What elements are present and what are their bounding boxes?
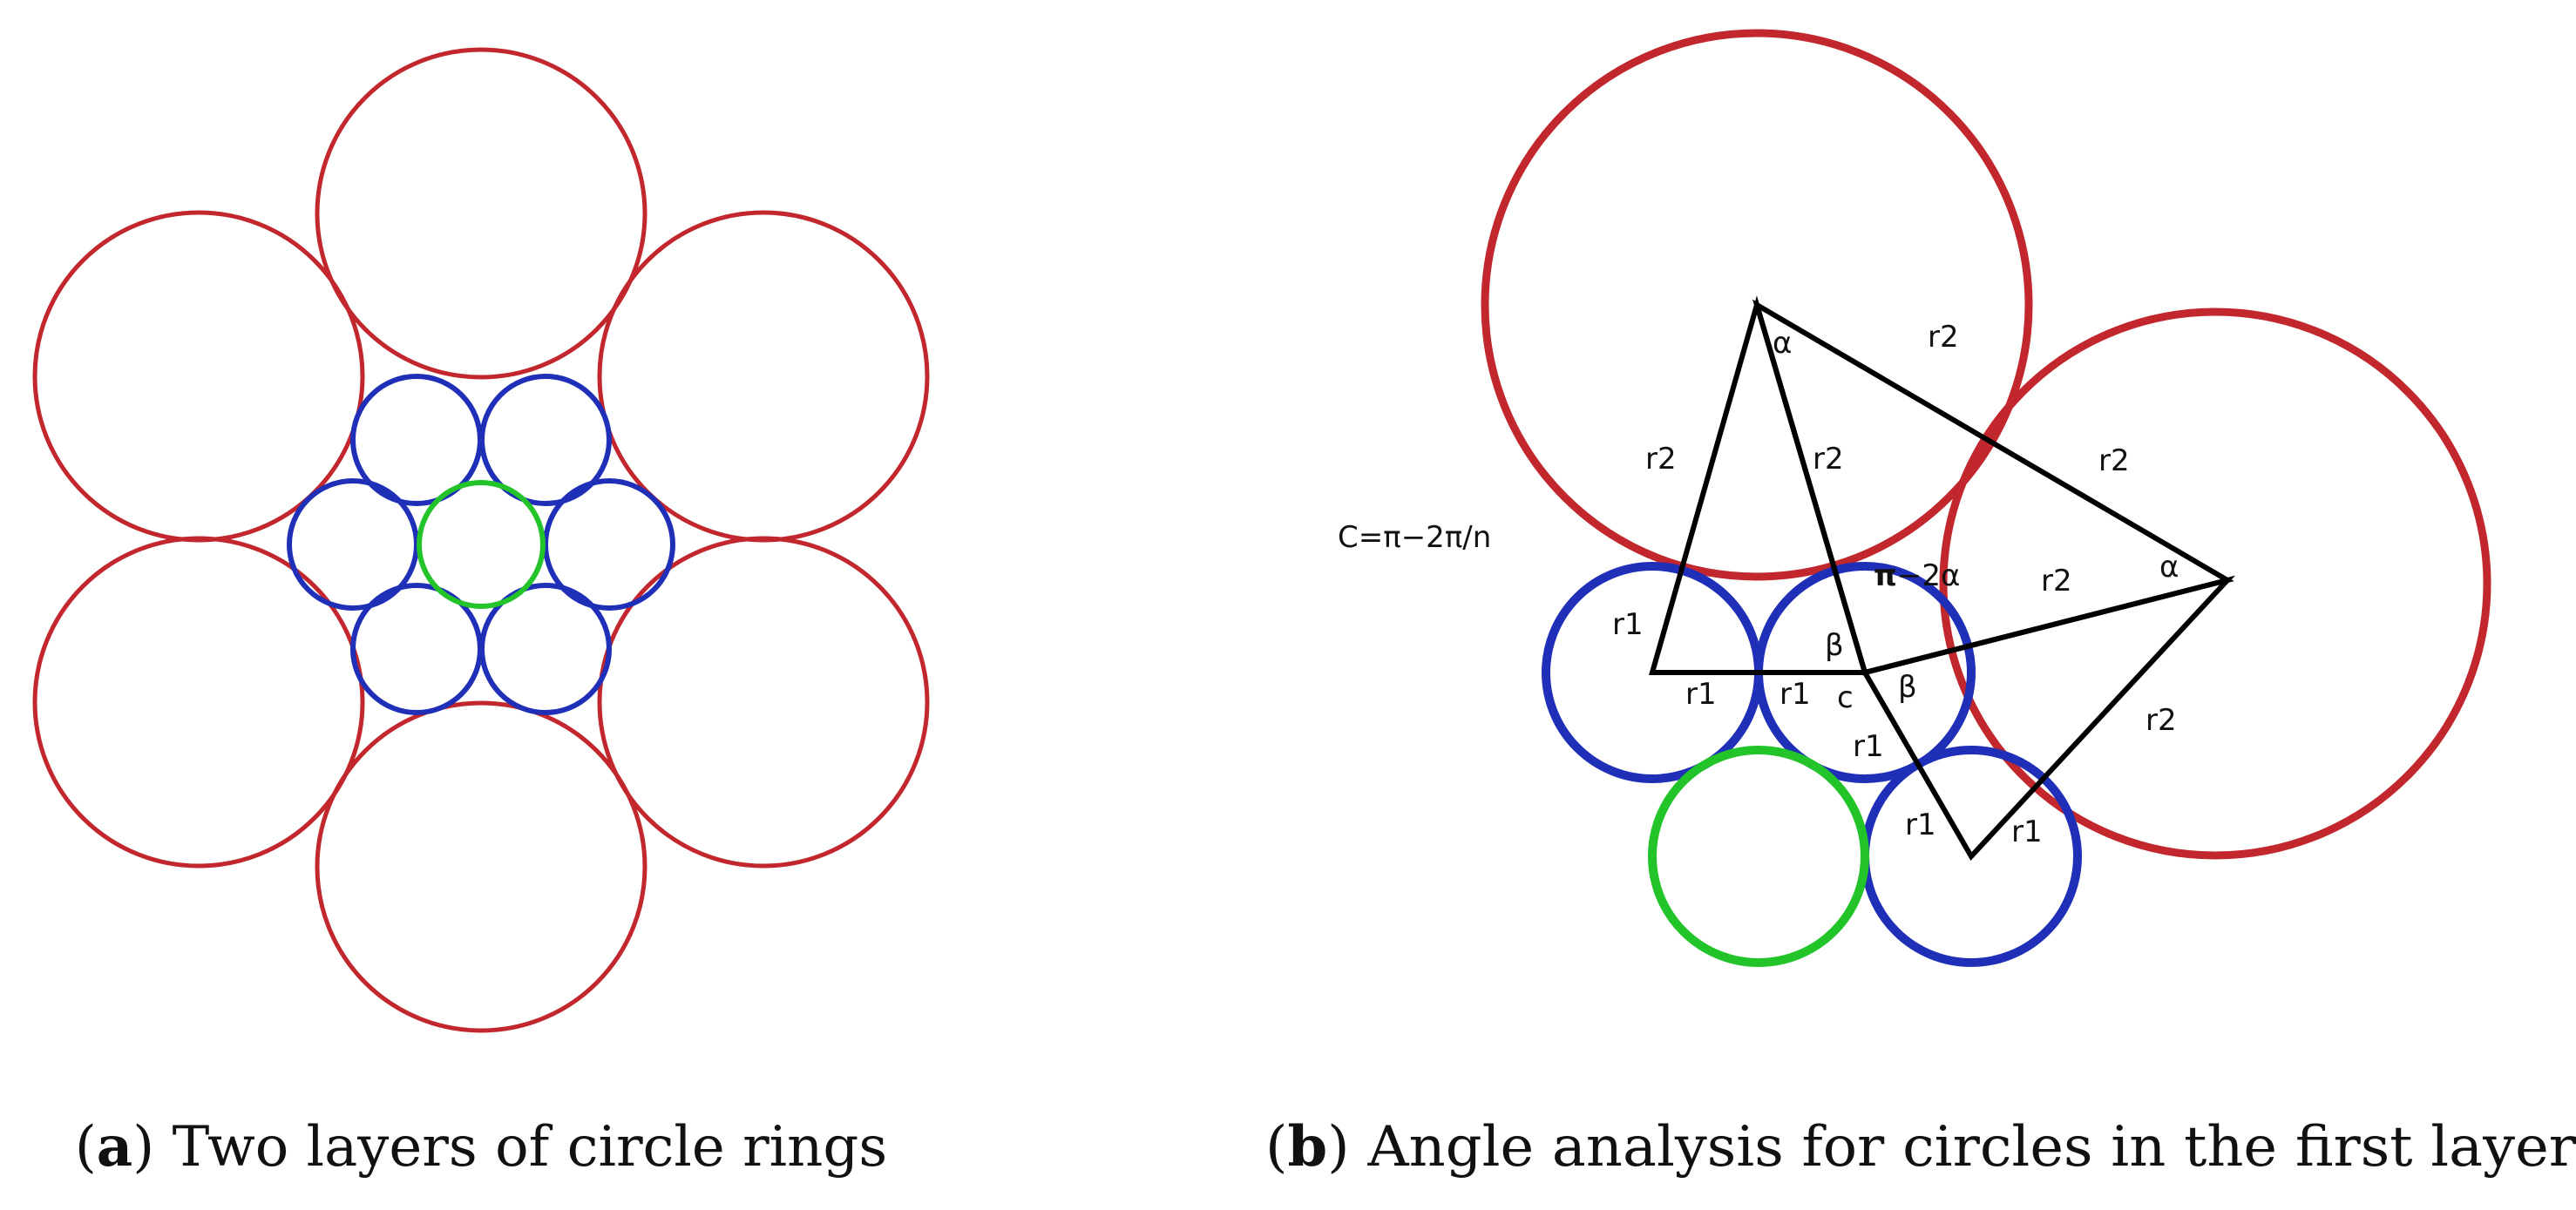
caption-b: (b) Angle analysis for circles in the fi… xyxy=(1265,1114,2576,1180)
outer-ring-circle-top-right xyxy=(597,210,930,543)
beta-left-label: β xyxy=(1825,628,1844,663)
r2-label: r2 xyxy=(1813,442,1844,477)
caption-a: (a) Two layers of circle rings xyxy=(75,1114,887,1180)
r1-label: r1 xyxy=(1685,677,1717,712)
center-circle xyxy=(417,480,546,609)
c-label: c xyxy=(1837,680,1854,715)
pi-symbol: π xyxy=(1874,558,1897,593)
minus-two-alpha: −2α xyxy=(1897,558,1961,593)
triangle-lines xyxy=(1649,295,2236,862)
alpha-right-label: α xyxy=(2159,550,2179,585)
caption-a-letter: a xyxy=(97,1114,132,1180)
caption-b-letter: b xyxy=(1287,1114,1327,1180)
panel-b-circles xyxy=(1481,29,2491,967)
panel-a xyxy=(32,47,930,1033)
r1-label: r1 xyxy=(2011,815,2043,849)
outer-circle-top xyxy=(1481,29,2033,581)
r2-label: r2 xyxy=(2098,443,2130,478)
r1-label: r1 xyxy=(1905,808,1936,842)
outer-circle-right xyxy=(1939,308,2491,860)
caption-a-text: Two layers of circle rings xyxy=(173,1115,888,1180)
formula-label: C=π−2π/n xyxy=(1338,520,1491,555)
right-triangle xyxy=(1752,299,2234,676)
pi-minus-two-alpha-label: π−2α xyxy=(1874,558,1960,593)
lower-triangle xyxy=(1861,575,2236,862)
r2-label: r2 xyxy=(1645,442,1677,477)
left-triangle xyxy=(1649,295,1869,675)
center-circle xyxy=(1648,746,1869,967)
outer-ring-circle-top-left xyxy=(32,210,365,543)
outer-ring-circle-top xyxy=(315,47,647,380)
caption-b-text: Angle analysis for circles in the first … xyxy=(1366,1115,2576,1180)
outer-ring-circle-bottom xyxy=(315,700,647,1033)
r2-label: r2 xyxy=(1928,320,1959,355)
r2-label: r2 xyxy=(2041,564,2072,598)
beta-right-label: β xyxy=(1898,670,1917,705)
r2-label: r2 xyxy=(2146,703,2177,738)
alpha-top-label: α xyxy=(1773,326,1792,361)
outer-ring-circles xyxy=(32,47,930,1033)
first-layer-circles xyxy=(287,374,675,715)
first-layer-circle-lower-right xyxy=(479,583,612,715)
panel-b: C=π−2π/n α α r2 r2 r2 r2 r2 r2 r1 r1 r1 … xyxy=(1338,29,2491,967)
r1-label: r1 xyxy=(1612,607,1644,642)
r1-label: r1 xyxy=(1779,677,1811,712)
panel-b-labels: C=π−2π/n α α r2 r2 r2 r2 r2 r2 r1 r1 r1 … xyxy=(1338,320,2179,849)
outer-ring-circle-bottom-right xyxy=(597,536,930,869)
outer-ring-circle-bottom-left xyxy=(32,536,365,869)
first-layer-circle-upper-right xyxy=(479,374,612,506)
r1-label: r1 xyxy=(1853,729,1884,764)
